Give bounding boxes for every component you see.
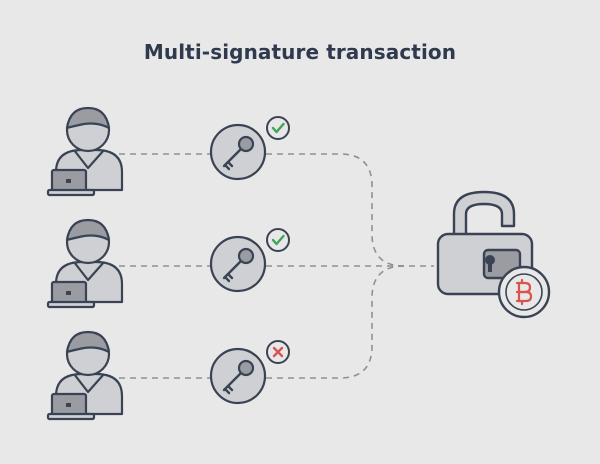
key-2 [209,228,290,293]
signer-1 [46,106,124,197]
signer-2 [46,218,124,309]
key-3 [209,340,290,405]
diagram-title: Multi-signature transaction [143,40,457,64]
open-padlock [436,190,551,319]
connector-key3-merge [266,265,405,379]
connector-key1-merge [266,153,405,267]
cross-icon [266,340,290,364]
key-icon [209,235,267,293]
user-at-laptop-icon [46,330,124,421]
check-icon [266,116,290,140]
check-icon [266,228,290,252]
signer-3 [46,330,124,421]
bitcoin-icon [497,265,551,319]
connectors [108,153,434,379]
key-icon [209,347,267,405]
user-at-laptop-icon [46,106,124,197]
key-1 [209,116,290,181]
key-icon [209,123,267,181]
user-at-laptop-icon [46,218,124,309]
